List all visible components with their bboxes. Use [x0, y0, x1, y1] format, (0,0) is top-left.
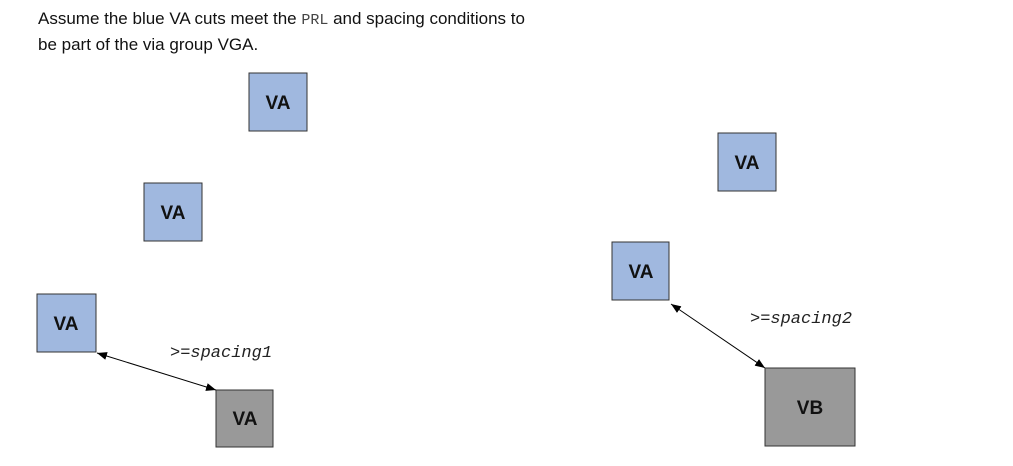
cut-va-5: VA — [611, 241, 670, 301]
cut-va-1: VA — [248, 72, 308, 132]
cut-va-4: VA — [717, 132, 777, 192]
svg-text:VA: VA — [266, 93, 291, 114]
spacing2-arrow — [670, 303, 766, 369]
svg-text:VA: VA — [735, 153, 760, 174]
cut-va-2: VA — [143, 182, 203, 242]
svg-text:VA: VA — [629, 262, 654, 283]
caption: Assume the blue VA cuts meet the PRL and… — [38, 7, 525, 57]
spacing1-arrow — [96, 352, 217, 391]
cut-vb: VB — [764, 367, 856, 447]
spacing2-label: >=spacing2 — [750, 310, 852, 329]
caption-text: and spacing conditions to — [328, 9, 525, 28]
svg-text:VA: VA — [161, 203, 186, 224]
caption-code: PRL — [301, 12, 329, 29]
spacing1-label: >=spacing1 — [170, 344, 272, 363]
cut-va-gray: VA — [215, 389, 274, 448]
cut-va-3: VA — [36, 293, 97, 353]
svg-text:VA: VA — [54, 314, 79, 335]
caption-text: Assume the blue VA cuts meet the — [38, 9, 302, 28]
caption-text: be part of the via group VGA. — [38, 35, 259, 54]
svg-text:VA: VA — [233, 409, 258, 430]
svg-text:VB: VB — [797, 398, 823, 419]
